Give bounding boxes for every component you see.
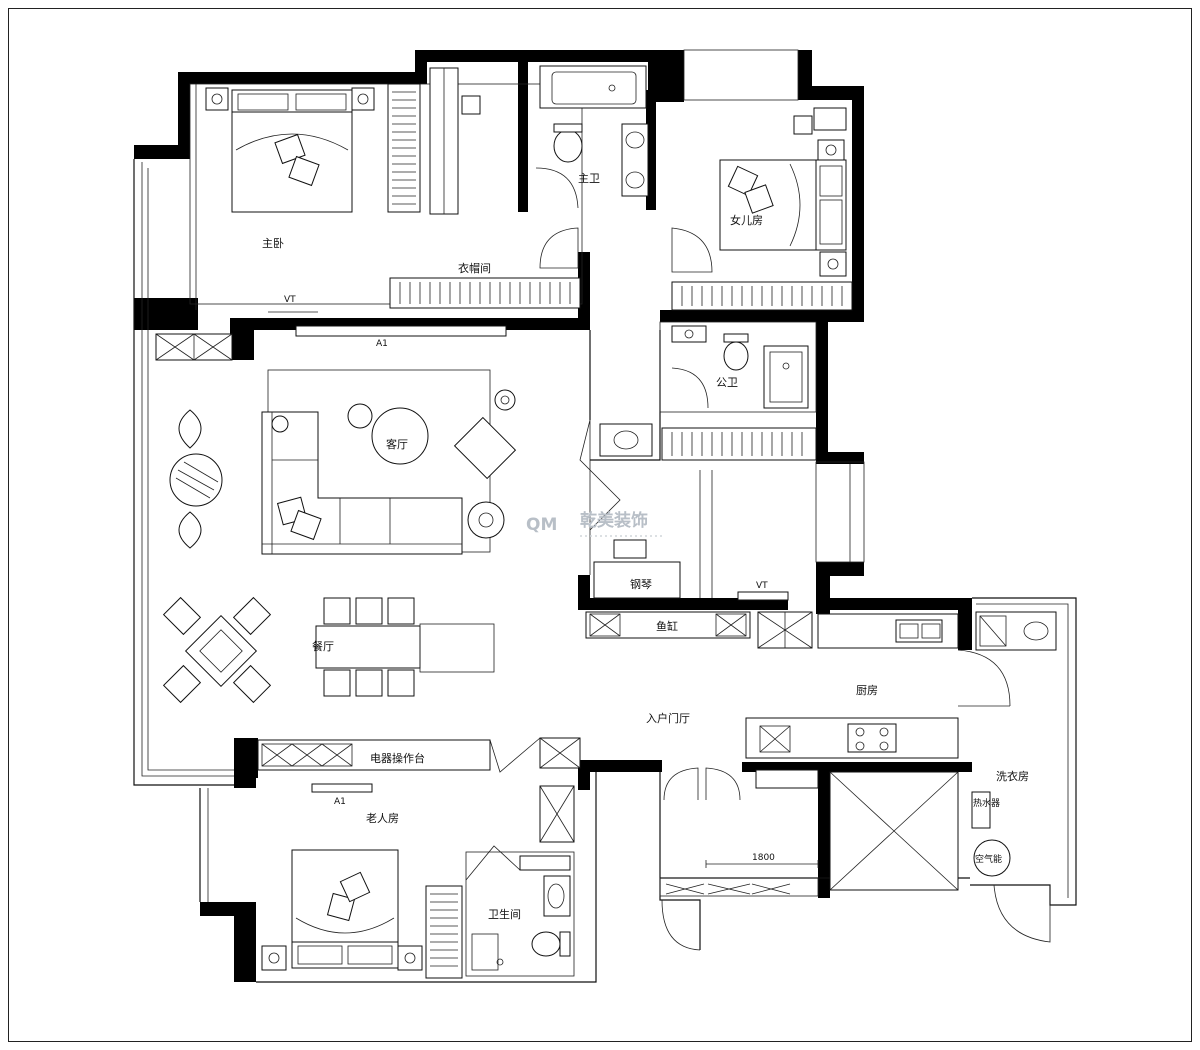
vt-mark: VT — [284, 295, 296, 305]
label-appliance-counter: 电器操作台 — [370, 751, 425, 765]
label-elder-room: 老人房 — [366, 812, 399, 825]
dimension-1800: 1800 — [752, 853, 775, 863]
label-daughter-room: 女儿房 — [730, 213, 763, 227]
drawing-frame — [8, 8, 1192, 1042]
living-room: 客厅 — [155, 333, 517, 555]
toilet — [723, 341, 749, 371]
label-bathroom: 卫生间 — [488, 907, 521, 921]
watermark: QM 乾美装饰 — [526, 510, 662, 537]
elder-bed — [291, 849, 399, 943]
a1-mark: A1 — [376, 339, 388, 349]
water-heater — [971, 791, 991, 829]
watermark-logo: QM — [526, 515, 557, 535]
armchair — [453, 416, 517, 480]
bathroom-lower: 卫生间 — [465, 845, 575, 977]
master-bed — [231, 111, 353, 213]
public-bath: 公卫 — [599, 321, 817, 461]
master-bath: 主卫 — [535, 65, 649, 209]
toilet — [553, 129, 583, 163]
nightstand — [351, 87, 375, 111]
label-entry-hall: 入户门厅 — [646, 711, 690, 725]
label-wardrobe: 衣帽间 — [458, 261, 491, 275]
label-air-energy: 空气能 — [975, 853, 1002, 865]
label-water-heater: 热水器 — [973, 797, 1000, 809]
coffee-table — [371, 407, 429, 465]
label-laundry: 洗衣房 — [996, 769, 1029, 783]
tv-cabinet — [295, 325, 507, 337]
stove — [847, 723, 897, 753]
piano — [593, 561, 681, 599]
master-bedroom: VT A1 主卧 — [205, 67, 507, 349]
dining-table — [315, 625, 421, 669]
daughter-room: 女儿房 — [671, 107, 853, 311]
nightstand — [205, 87, 229, 111]
label-master-bath: 主卫 — [578, 172, 600, 185]
label-kitchen: 厨房 — [856, 684, 878, 697]
chair — [461, 95, 481, 115]
label-dining-room: 餐厅 — [312, 639, 334, 653]
label-fish-tank: 鱼缸 — [656, 619, 678, 633]
appliance-counter: 电器操作台 — [257, 739, 491, 771]
a1-mark-2: A1 — [334, 797, 346, 807]
kitchen: 厨房 — [745, 613, 1011, 759]
piano-area: 钢琴 VT 鱼缸 — [579, 419, 813, 649]
toilet — [531, 931, 561, 957]
tea-table — [184, 614, 258, 688]
vt-mark-2: VT — [756, 581, 768, 591]
label-piano: 钢琴 — [630, 578, 652, 591]
laundry: 洗衣房 热水器 空气能 — [829, 611, 1057, 943]
sofa — [261, 411, 463, 555]
elder-room: A1 老人房 — [261, 783, 575, 979]
entry-hall: 1800 入户门厅 — [489, 711, 819, 951]
bathtub — [539, 65, 647, 109]
watermark-brand: 乾美装饰 — [580, 510, 648, 531]
label-public-bath: 公卫 — [716, 376, 738, 389]
fish-tank — [585, 611, 751, 639]
dining-room: 餐厅 — [162, 596, 495, 704]
sink — [895, 619, 943, 643]
walls — [134, 50, 972, 982]
wardrobe-room: 衣帽间 — [389, 227, 581, 309]
label-master-bedroom: 主卧 — [262, 237, 284, 250]
air-energy — [973, 839, 1011, 877]
desk — [813, 107, 847, 131]
label-living-room: 客厅 — [386, 437, 408, 451]
